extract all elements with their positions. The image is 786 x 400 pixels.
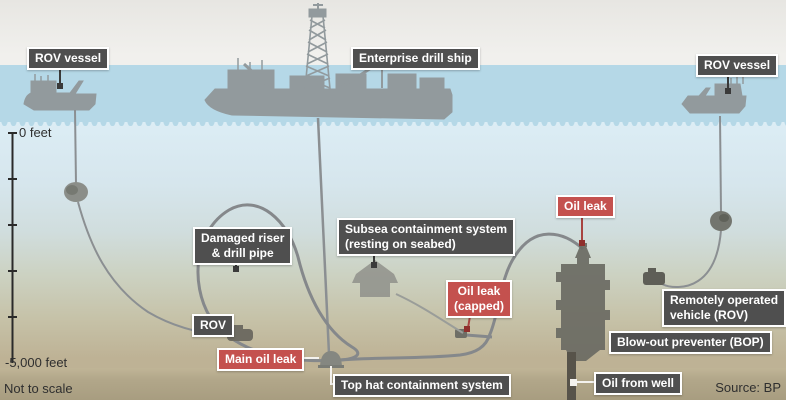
descending-rov-icon: [64, 182, 88, 202]
blow-out-preventer-icon: [556, 243, 610, 361]
label-oil-leak-capped-line1: Oil leak: [457, 284, 501, 298]
label-remotely-operated-vehicle: Remotely operated vehicle (ROV): [662, 289, 786, 327]
label-rov-long-line2: vehicle (ROV): [670, 308, 749, 322]
label-damaged-riser: Damaged riser & drill pipe: [193, 227, 293, 265]
depth-5000-feet: -5,000 feet: [5, 355, 68, 370]
rov-tether-package-icon: [710, 211, 732, 231]
label-damaged-riser-line1: Damaged riser: [201, 231, 285, 245]
top-hat-icon: [318, 351, 344, 368]
depth-0-feet: 0 feet: [19, 125, 52, 140]
label-rov-vessel-right: ROV vessel: [696, 54, 779, 77]
right-rov-icon: [643, 268, 665, 285]
source-credit: Source: BP: [715, 380, 781, 395]
label-subsea-line2: (resting on seabed): [345, 237, 456, 251]
water-surface-wave: [0, 122, 786, 130]
label-oil-leak-capped-line2: (capped): [454, 299, 505, 313]
rov-vessel-left-silhouette: [23, 74, 97, 111]
label-oil-from-well: Oil from well: [594, 372, 683, 395]
label-main-oil-leak: Main oil leak: [217, 348, 305, 371]
well-pipe: [567, 352, 576, 400]
derrick-icon: [304, 15, 331, 90]
label-rov: ROV: [192, 314, 235, 337]
label-subsea-containment: Subsea containment system (resting on se…: [337, 218, 516, 256]
not-to-scale-note: Not to scale: [4, 381, 73, 396]
label-damaged-riser-line2: & drill pipe: [211, 246, 274, 260]
label-enterprise-drill-ship: Enterprise drill ship: [351, 47, 480, 70]
depth-scale: [8, 132, 17, 363]
label-top-hat: Top hat containment system: [333, 374, 511, 397]
label-subsea-line1: Subsea containment system: [345, 222, 508, 236]
label-oil-leak: Oil leak: [556, 195, 615, 218]
drill-pipe: [316, 117, 331, 355]
enterprise-drill-ship-silhouette: [204, 3, 453, 120]
label-blow-out-preventer: Blow-out preventer (BOP): [609, 331, 772, 354]
label-rov-vessel-left: ROV vessel: [27, 47, 110, 70]
label-oil-leak-capped: Oil leak (capped): [446, 280, 513, 318]
subsea-containment-dome-icon: [352, 260, 398, 297]
containment-hose: [395, 293, 464, 334]
label-rov-long-line1: Remotely operated: [670, 293, 779, 307]
